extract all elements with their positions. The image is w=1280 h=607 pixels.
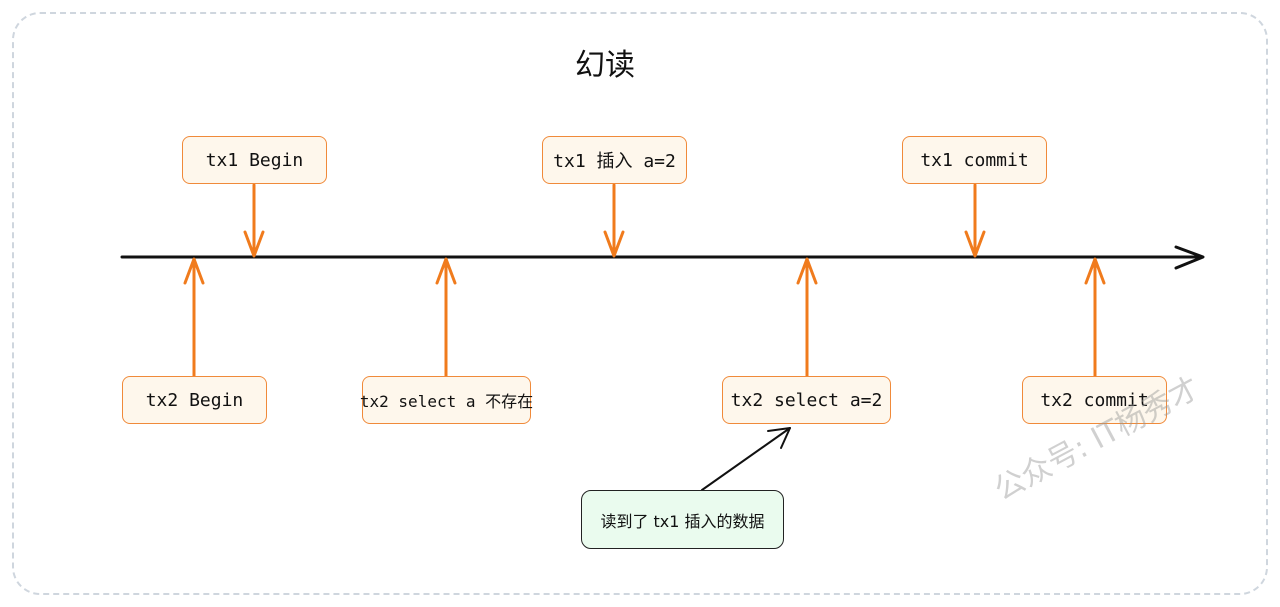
- arrow-tx1-begin: [243, 183, 265, 258]
- arrow-tx2-select-missing: [435, 257, 457, 378]
- arrow-tx1-commit: [964, 183, 986, 258]
- note-box: 读到了 tx1 插入的数据: [581, 490, 784, 549]
- note-arrow: [701, 427, 791, 491]
- event-box-tx1-insert: tx1 插入 a=2: [542, 136, 687, 184]
- event-box-tx1-commit: tx1 commit: [902, 136, 1047, 184]
- event-box-tx1-begin: tx1 Begin: [182, 136, 327, 184]
- event-label-tx1-insert: tx1 插入 a=2: [553, 151, 676, 172]
- diagram-title: 幻读: [575, 48, 635, 83]
- event-box-tx2-commit: tx2 commit: [1022, 376, 1167, 424]
- arrow-tx2-begin: [183, 257, 205, 378]
- event-label-tx2-select-found: tx2 select a=2: [730, 389, 883, 411]
- arrow-tx2-commit: [1084, 257, 1106, 378]
- event-box-tx2-select-missing: tx2 select a 不存在: [359, 376, 534, 424]
- arrow-tx2-select-found: [796, 257, 818, 378]
- event-label-tx1-commit: tx1 commit: [920, 149, 1029, 171]
- event-label-tx1-begin: tx1 Begin: [205, 149, 304, 171]
- event-label-tx2-commit: tx2 commit: [1040, 389, 1149, 411]
- arrow-tx1-insert: [603, 183, 625, 258]
- event-box-tx2-begin: tx2 Begin: [122, 376, 267, 424]
- diagram-frame: [12, 12, 1268, 595]
- timeline-arrow: [120, 245, 1205, 270]
- note-text: 读到了 tx1 插入的数据: [600, 511, 765, 531]
- event-label-tx2-select-missing: tx2 select a 不存在: [359, 392, 534, 411]
- event-box-tx2-select-found: tx2 select a=2: [722, 376, 891, 424]
- event-label-tx2-begin: tx2 Begin: [145, 389, 244, 411]
